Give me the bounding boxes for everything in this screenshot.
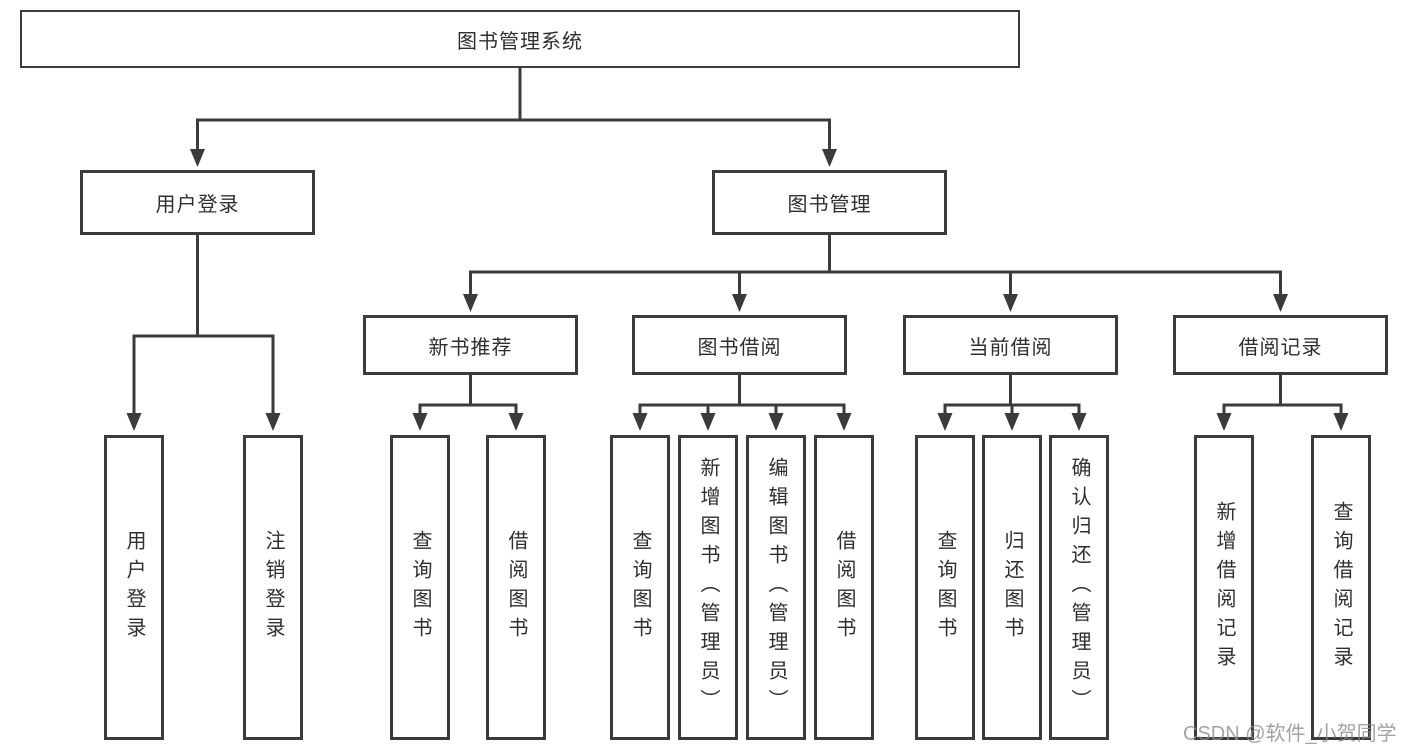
node-new-book-recommend: 新书推荐 bbox=[363, 315, 578, 375]
node-current-borrowing-label: 当前借阅 bbox=[968, 336, 1053, 359]
node-new-book-recommend-label: 新书推荐 bbox=[428, 336, 513, 359]
leaf-confirm-return-admin: 确认归还（管理员） bbox=[1049, 435, 1109, 740]
node-book-borrowing-label: 图书借阅 bbox=[697, 336, 782, 359]
leaf-logout: 注销登录 bbox=[243, 435, 303, 740]
leaf-add-book-admin-label: 新增图书（管理员） bbox=[697, 457, 719, 718]
leaf-add-book-admin: 新增图书（管理员） bbox=[678, 435, 738, 740]
node-root-label: 图书管理系统 bbox=[457, 30, 583, 53]
leaf-query-books-current: 查询图书 bbox=[915, 435, 975, 740]
leaf-query-books-borrowing-label: 查询图书 bbox=[629, 529, 651, 646]
leaf-add-borrow-record-label: 新增借阅记录 bbox=[1213, 500, 1235, 675]
leaf-edit-book-admin-label: 编辑图书（管理员） bbox=[765, 457, 787, 718]
leaf-query-books-recommend: 查询图书 bbox=[390, 435, 450, 740]
node-root: 图书管理系统 bbox=[20, 10, 1020, 68]
node-user-login: 用户登录 bbox=[80, 170, 315, 235]
leaf-confirm-return-admin-label: 确认归还（管理员） bbox=[1068, 457, 1090, 718]
leaf-return-books: 归还图书 bbox=[982, 435, 1042, 740]
leaf-borrow-books-recommend-label: 借阅图书 bbox=[505, 529, 527, 646]
node-book-management: 图书管理 bbox=[712, 170, 947, 235]
leaf-edit-book-admin: 编辑图书（管理员） bbox=[746, 435, 806, 740]
leaf-query-borrow-record-label: 查询借阅记录 bbox=[1330, 500, 1352, 675]
leaf-logout-label: 注销登录 bbox=[262, 529, 284, 646]
node-book-management-label: 图书管理 bbox=[787, 194, 872, 216]
leaf-borrow-books-borrowing: 借阅图书 bbox=[814, 435, 874, 740]
leaf-query-books-recommend-label: 查询图书 bbox=[409, 529, 431, 646]
leaf-query-books-borrowing: 查询图书 bbox=[610, 435, 670, 740]
watermark: CSDN @软件_小贺同学 bbox=[1183, 723, 1397, 745]
leaf-add-borrow-record: 新增借阅记录 bbox=[1194, 435, 1254, 740]
leaf-user-login-label: 用户登录 bbox=[123, 529, 145, 646]
node-current-borrowing: 当前借阅 bbox=[903, 315, 1118, 375]
leaf-return-books-label: 归还图书 bbox=[1001, 529, 1023, 646]
node-borrowing-records: 借阅记录 bbox=[1173, 315, 1388, 375]
leaf-user-login: 用户登录 bbox=[104, 435, 164, 740]
leaf-query-borrow-record: 查询借阅记录 bbox=[1311, 435, 1371, 740]
node-book-borrowing: 图书借阅 bbox=[632, 315, 847, 375]
leaf-borrow-books-recommend: 借阅图书 bbox=[486, 435, 546, 740]
leaf-query-books-current-label: 查询图书 bbox=[934, 529, 956, 646]
node-user-login-label: 用户登录 bbox=[155, 194, 240, 216]
node-borrowing-records-label: 借阅记录 bbox=[1238, 336, 1323, 359]
leaf-borrow-books-borrowing-label: 借阅图书 bbox=[833, 529, 855, 646]
